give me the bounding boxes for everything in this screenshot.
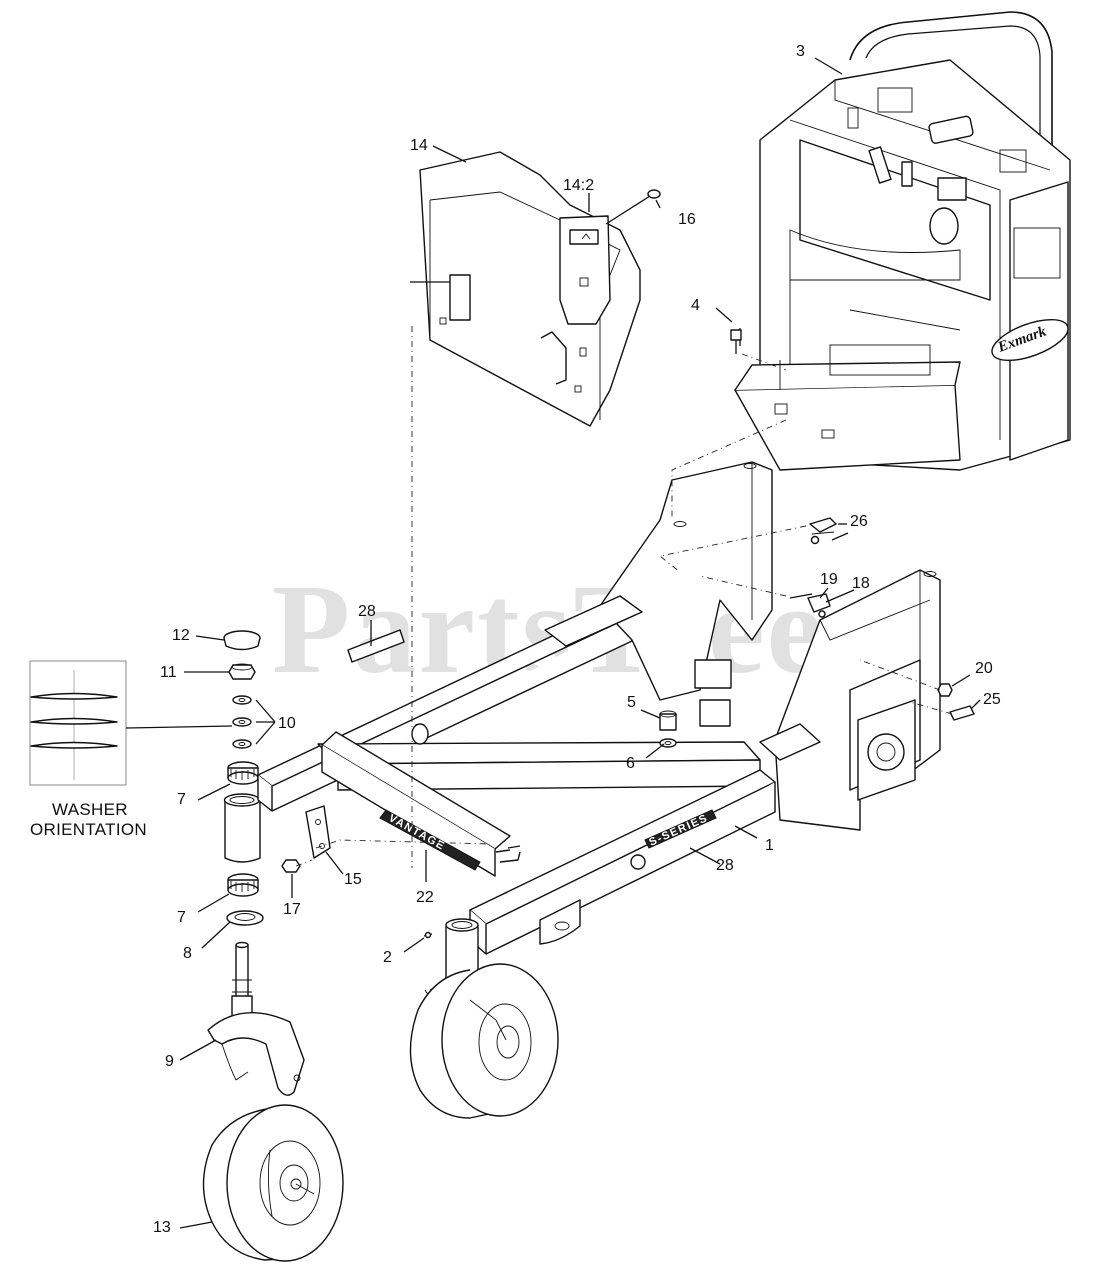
callout-16: 16 — [678, 211, 696, 228]
washer-orientation-caption-line2: ORIENTATION — [30, 820, 147, 839]
caster-fork — [207, 941, 305, 1096]
lower-bearing — [227, 873, 259, 897]
callout-5: 5 — [627, 694, 636, 711]
main-frame: VANTAGE S-SERIES — [257, 461, 941, 985]
callout-9: 9 — [165, 1053, 174, 1070]
callout-10: 10 — [278, 715, 296, 732]
latch-cover — [559, 215, 611, 325]
callout-18: 18 — [852, 575, 870, 592]
washer-orientation-caption-line1: WASHER — [52, 800, 128, 819]
callout-1: 1 — [765, 837, 774, 854]
upper-bearing — [227, 761, 259, 785]
caster-tube — [223, 793, 261, 863]
callout-6: 6 — [626, 755, 635, 772]
callout-2: 2 — [383, 949, 392, 966]
bolt-4 — [730, 329, 742, 354]
decal-28-loose — [347, 629, 405, 663]
bolt-16 — [605, 189, 661, 225]
callout-17: 17 — [283, 901, 301, 918]
front-caster-wheel — [409, 963, 559, 1119]
spacer-5-6 — [659, 710, 677, 748]
callout-8: 8 — [183, 945, 192, 962]
caster-stack — [202, 630, 344, 1262]
callout-14: 14 — [410, 137, 428, 154]
washer-profile-3 — [30, 741, 118, 749]
washer-profile-2 — [30, 717, 118, 725]
screw-2 — [423, 931, 433, 939]
hardware-26 — [809, 517, 837, 545]
washer-c — [232, 739, 252, 749]
callout-26: 26 — [850, 513, 868, 530]
callouts: 3 14 14:2 16 4 26 19 18 20 25 28 12 11 1… — [153, 43, 1001, 1236]
callout-15: 15 — [344, 871, 362, 888]
caster-wheel-loose — [202, 1104, 344, 1262]
nut-20 — [937, 683, 953, 697]
nut-17 — [281, 859, 301, 873]
callout-25: 25 — [983, 691, 1001, 708]
console-tower: Exmark — [734, 11, 1071, 471]
exmark-logo: Exmark — [991, 318, 1069, 362]
washer-orientation-inset — [29, 660, 233, 786]
bracket-15 — [305, 805, 521, 863]
callout-14-2: 14:2 — [563, 177, 594, 194]
callout-11: 11 — [160, 664, 177, 681]
callout-13: 13 — [153, 1219, 171, 1236]
throttle-handle — [928, 115, 974, 144]
hardware-18-19 — [789, 593, 831, 618]
axle-mount-plate — [857, 699, 916, 801]
callout-7-lower: 7 — [177, 909, 186, 926]
leader-lines — [179, 57, 981, 1229]
callout-7-upper: 7 — [177, 791, 186, 808]
callout-28-frame: 28 — [716, 857, 734, 874]
side-shield — [410, 151, 641, 427]
callout-19: 19 — [820, 571, 838, 588]
callout-3: 3 — [796, 43, 805, 60]
decal-25 — [949, 705, 975, 721]
callout-20: 20 — [975, 660, 993, 677]
callout-22: 22 — [416, 889, 434, 906]
washer-b — [232, 717, 252, 727]
callout-28-loose: 28 — [358, 603, 376, 620]
locknut — [228, 664, 256, 680]
callout-4: 4 — [691, 297, 700, 314]
washer-profile-1 — [30, 692, 118, 700]
seal-ring — [226, 910, 264, 926]
washer-a — [232, 695, 252, 705]
callout-12: 12 — [172, 627, 190, 644]
